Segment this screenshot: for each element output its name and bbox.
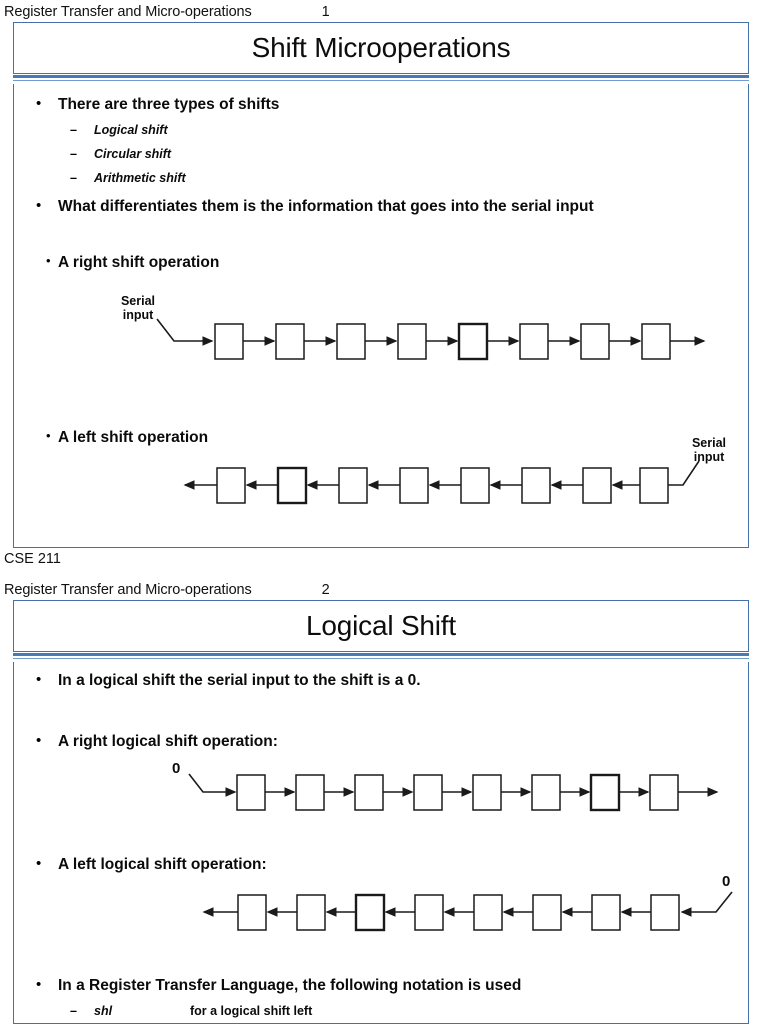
slide-1-header: Register Transfer and Micro-operations 1	[4, 4, 330, 20]
bullet-item: • A right shift operation	[46, 254, 219, 271]
slide-2-body: • In a logical shift the serial input to…	[13, 662, 749, 1024]
slide-2-title-rule	[13, 652, 749, 662]
left-logical-shift-svg	[202, 891, 733, 932]
left-shift-diagram: Serial input	[159, 436, 726, 544]
bullet-item: • What differentiates them is the inform…	[36, 198, 594, 215]
bullet-item: – Arithmetic shift	[70, 171, 186, 186]
bullet-label: In a Register Transfer Language, the fol…	[58, 977, 522, 994]
title-rule-thin	[13, 80, 749, 82]
bullet-label: There are three types of shifts	[58, 96, 280, 113]
slide-2-header: Register Transfer and Micro-operations 2	[4, 582, 330, 598]
notation-term: shl	[94, 1004, 113, 1018]
slide-2-header-text: Register Transfer and Micro-operations	[4, 582, 252, 598]
bullet-marker: •	[46, 253, 51, 268]
bullet-marker: •	[36, 671, 42, 688]
bullet-marker: •	[46, 428, 51, 443]
bullet-item: • A right logical shift operation:	[36, 733, 278, 750]
bullet-label: A left shift operation	[58, 429, 209, 446]
bullet-marker: •	[36, 976, 42, 993]
bullet-item: • A left logical shift operation:	[36, 856, 267, 873]
left-shift-svg	[183, 460, 700, 505]
right-shift-svg	[156, 318, 706, 361]
left-logical-shift-diagram: 0	[176, 873, 746, 946]
slide-1-title-box: Shift Microoperations	[13, 22, 749, 74]
bullet-label: A right logical shift operation:	[58, 733, 278, 750]
bullet-item: • In a Register Transfer Language, the f…	[36, 977, 521, 994]
bullet-label: Circular shift	[94, 147, 172, 161]
bullet-label: A right shift operation	[58, 254, 220, 271]
title-rule-thick	[13, 75, 749, 78]
slide-2-title: Logical Shift	[306, 610, 456, 641]
bullet-item: • There are three types of shifts	[36, 96, 279, 113]
bullet-marker: •	[36, 732, 42, 749]
slide-1-title-rule	[13, 74, 749, 84]
bullet-marker: –	[70, 147, 77, 161]
slide-1-header-text: Register Transfer and Micro-operations	[4, 4, 252, 20]
title-rule-thick	[13, 653, 749, 656]
title-rule-thin	[13, 658, 749, 660]
notation-item: – shl for a logical shift left	[70, 1004, 313, 1019]
slide-1-page-number: 1	[321, 4, 330, 20]
notation-meaning: for a logical shift left	[190, 1004, 313, 1018]
slide-2: Logical Shift • In a logical shift the s…	[13, 600, 749, 1024]
right-shift-diagram: Serial input	[94, 294, 714, 384]
slide-1-title: Shift Microoperations	[251, 32, 511, 63]
bullet-label: Arithmetic shift	[94, 171, 186, 185]
bullet-marker: •	[36, 95, 42, 112]
zero-label: 0	[172, 760, 181, 777]
bullet-marker: –	[70, 1004, 77, 1018]
right-logical-shift-svg	[188, 773, 719, 812]
slide-2-page-number: 2	[321, 582, 330, 598]
bullet-marker: –	[70, 123, 77, 137]
slide-1-body: • There are three types of shifts – Logi…	[13, 84, 749, 548]
bullet-marker: •	[36, 855, 42, 872]
zero-label: 0	[722, 873, 731, 890]
serial-input-label: Serial input	[120, 294, 156, 323]
bullet-marker: •	[36, 197, 42, 214]
bullet-label: Logical shift	[94, 123, 168, 137]
bullet-label: In a logical shift the serial input to t…	[58, 672, 421, 689]
bullet-label: A left logical shift operation:	[58, 856, 267, 873]
bullet-item: – Circular shift	[70, 147, 172, 162]
bullet-item: • A left shift operation	[46, 429, 208, 446]
slide-2-title-box: Logical Shift	[13, 600, 749, 652]
bullet-item: – Logical shift	[70, 123, 168, 138]
bullet-item: • In a logical shift the serial input to…	[36, 672, 421, 689]
slide-1: Shift Microoperations • There are three …	[13, 22, 749, 548]
bullet-label: What differentiates them is the informat…	[58, 198, 594, 215]
right-logical-shift-diagram: 0	[159, 760, 729, 826]
bullet-marker: –	[70, 171, 77, 185]
course-footer: CSE 211	[4, 551, 61, 567]
serial-input-label: Serial input	[691, 436, 727, 465]
